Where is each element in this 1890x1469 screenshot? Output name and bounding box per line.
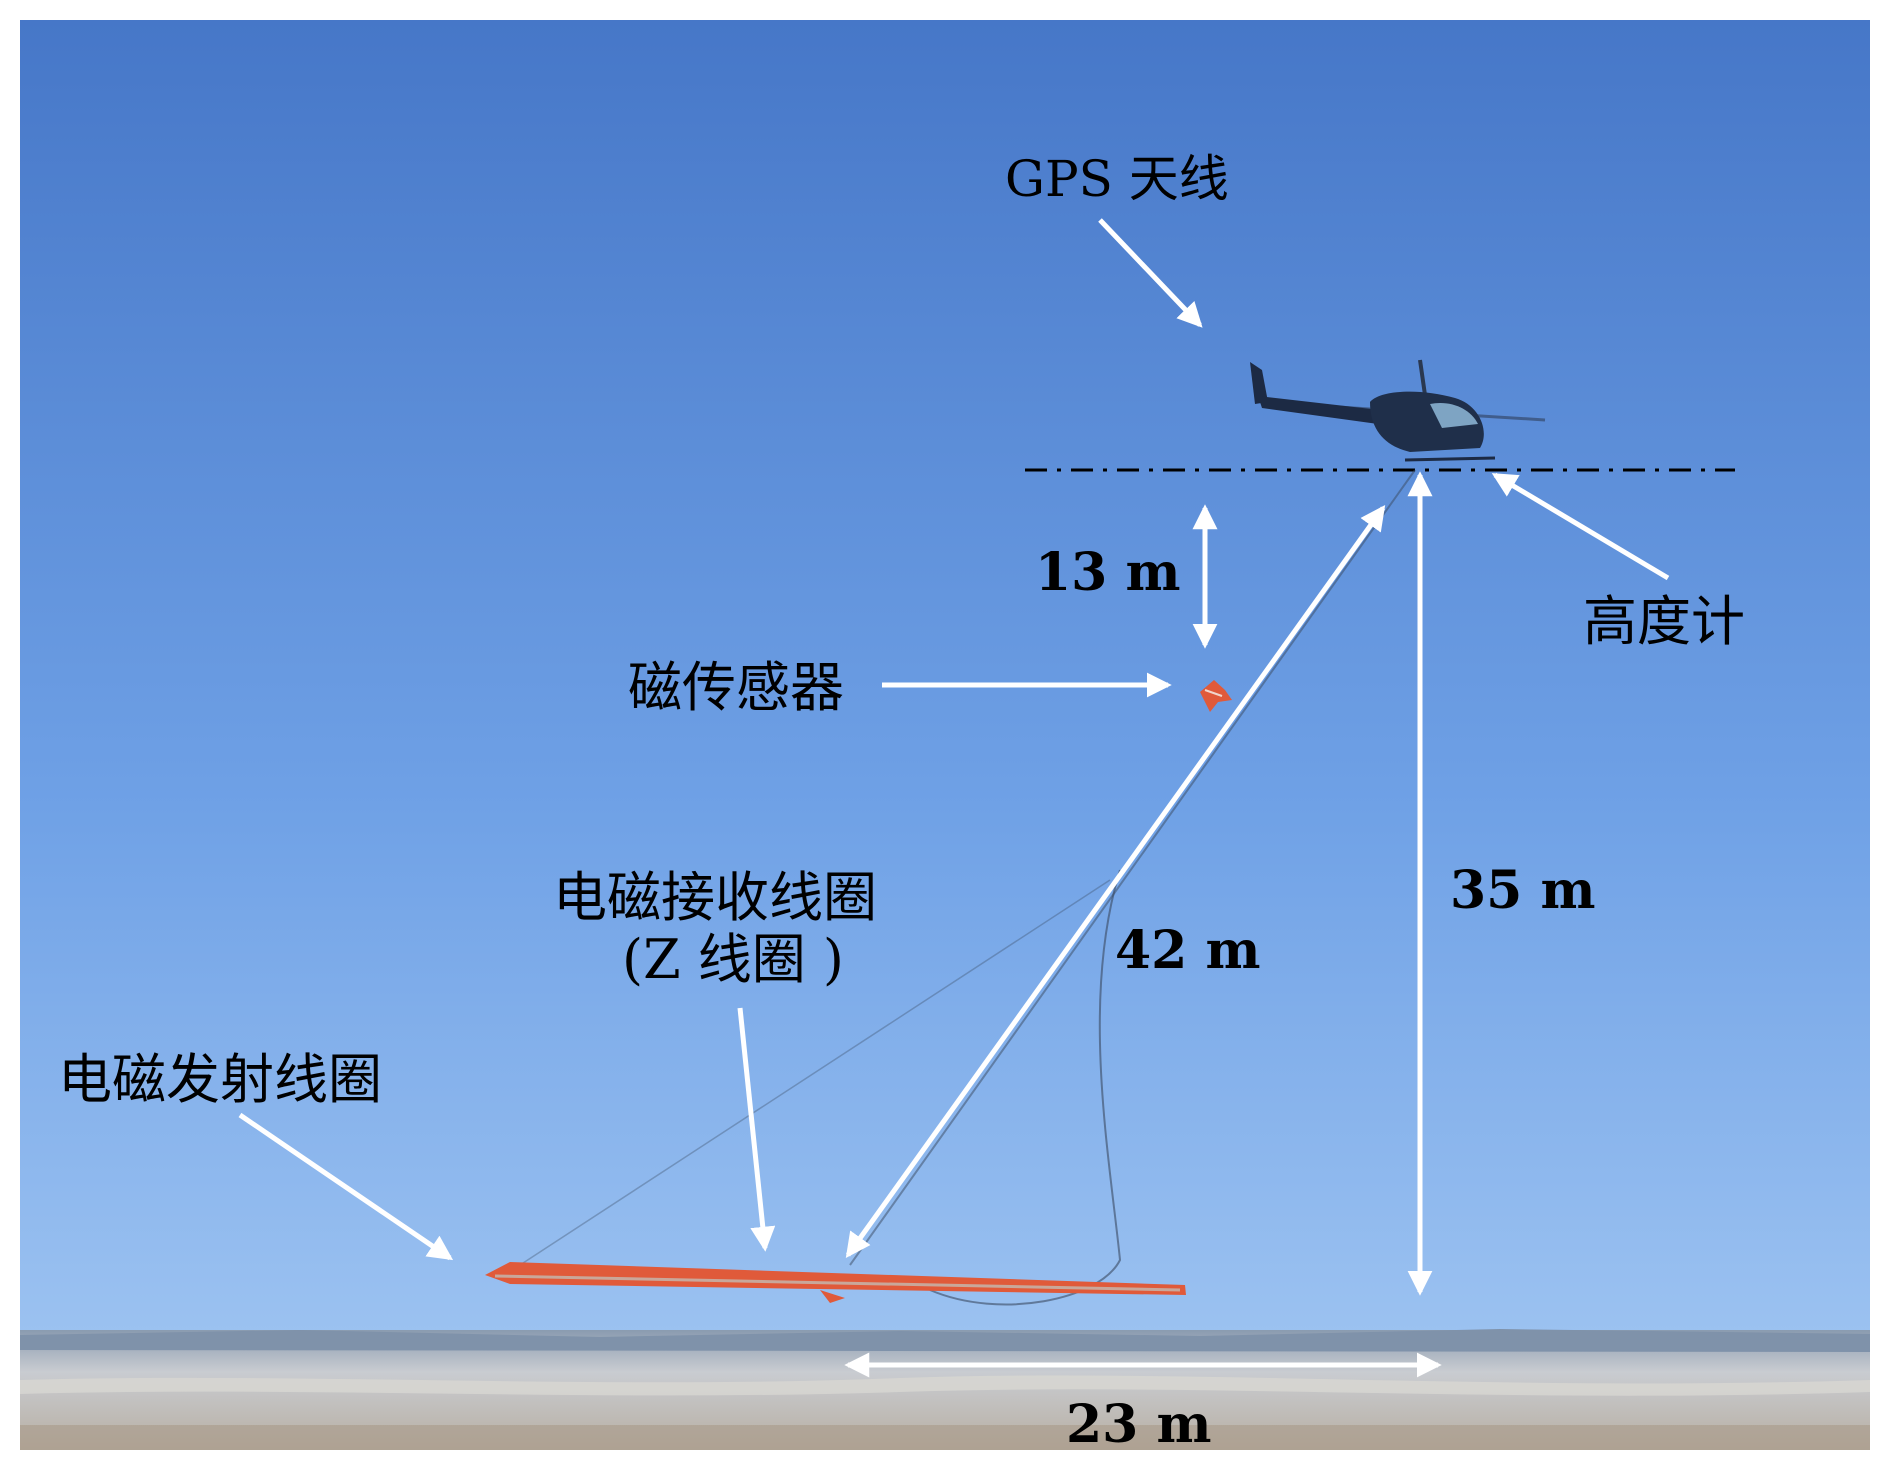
arrow-transmitter: [238, 1112, 454, 1261]
arrow-gps: [1098, 218, 1203, 328]
arrow-42m: [845, 504, 1386, 1259]
label-dist-35: 35 m: [1450, 860, 1596, 921]
label-dist-13: 13 m: [1035, 542, 1181, 603]
label-dist-42: 42 m: [1115, 920, 1261, 981]
label-dist-23: 23 m: [1066, 1394, 1212, 1455]
label-mag-sensor: 磁传感器: [628, 656, 844, 719]
label-altimeter: 高度计: [1583, 590, 1745, 653]
annotation-arrows: [238, 218, 1670, 1378]
sky-background: [20, 20, 1870, 1450]
label-gps-antenna: GPS 天线: [1005, 150, 1229, 208]
label-em-receiver-line1: 电磁接收线圈: [553, 866, 877, 929]
arrow-receiver: [737, 1007, 776, 1252]
arrow-altimeter: [1491, 472, 1670, 581]
helicopter-icon: [1250, 359, 1546, 462]
ground-shadow: [20, 1425, 1870, 1450]
mesa-ridge: [20, 1329, 1870, 1352]
terrain-texture: [20, 1375, 1870, 1396]
label-em-transmitter: 电磁发射线圈: [58, 1048, 382, 1111]
em-coil-icon: [485, 1262, 1186, 1303]
label-em-receiver-line2: (Z 线圈 ): [622, 928, 844, 991]
